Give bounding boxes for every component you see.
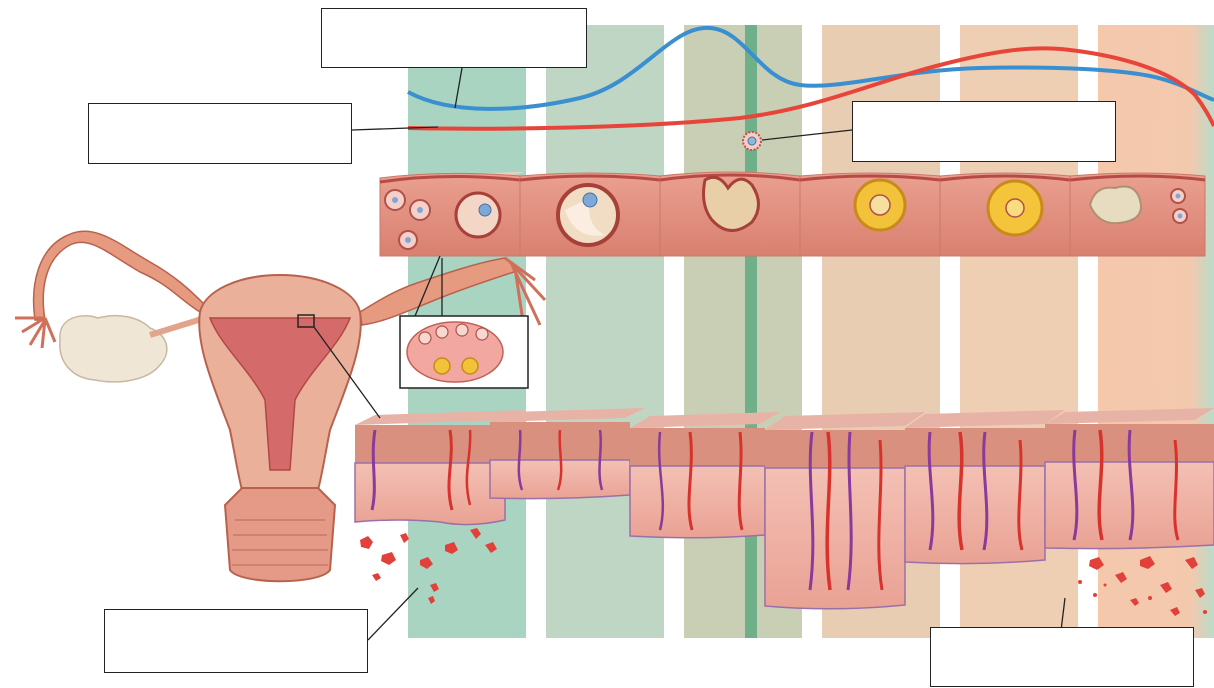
label-box-4[interactable] bbox=[104, 609, 368, 673]
ovary-block-2 bbox=[520, 173, 660, 256]
left-ovary bbox=[60, 316, 167, 382]
endometrium-block-3 bbox=[630, 412, 780, 538]
endometrium-block-4 bbox=[765, 412, 925, 609]
label-box-5[interactable] bbox=[930, 627, 1194, 687]
left-fimbriae bbox=[15, 318, 55, 348]
left-fallopian-tube bbox=[34, 231, 205, 320]
ovum-icon bbox=[743, 132, 761, 150]
ovary-block-1 bbox=[380, 172, 524, 256]
endometrium-block-6 bbox=[1045, 408, 1214, 549]
label-box-2[interactable] bbox=[88, 103, 352, 164]
ovary-block-5 bbox=[940, 173, 1070, 256]
ovary-block-3 bbox=[660, 172, 800, 256]
label-box-3[interactable] bbox=[852, 101, 1116, 162]
ovary-blocks bbox=[380, 172, 1205, 256]
label-box-1[interactable] bbox=[321, 8, 587, 68]
ovary-block-6 bbox=[1070, 173, 1205, 256]
ovary-block-4 bbox=[800, 173, 940, 256]
endometrium-block-5 bbox=[905, 410, 1065, 564]
ovary-inset bbox=[400, 316, 528, 388]
phase-band-2 bbox=[546, 25, 664, 638]
